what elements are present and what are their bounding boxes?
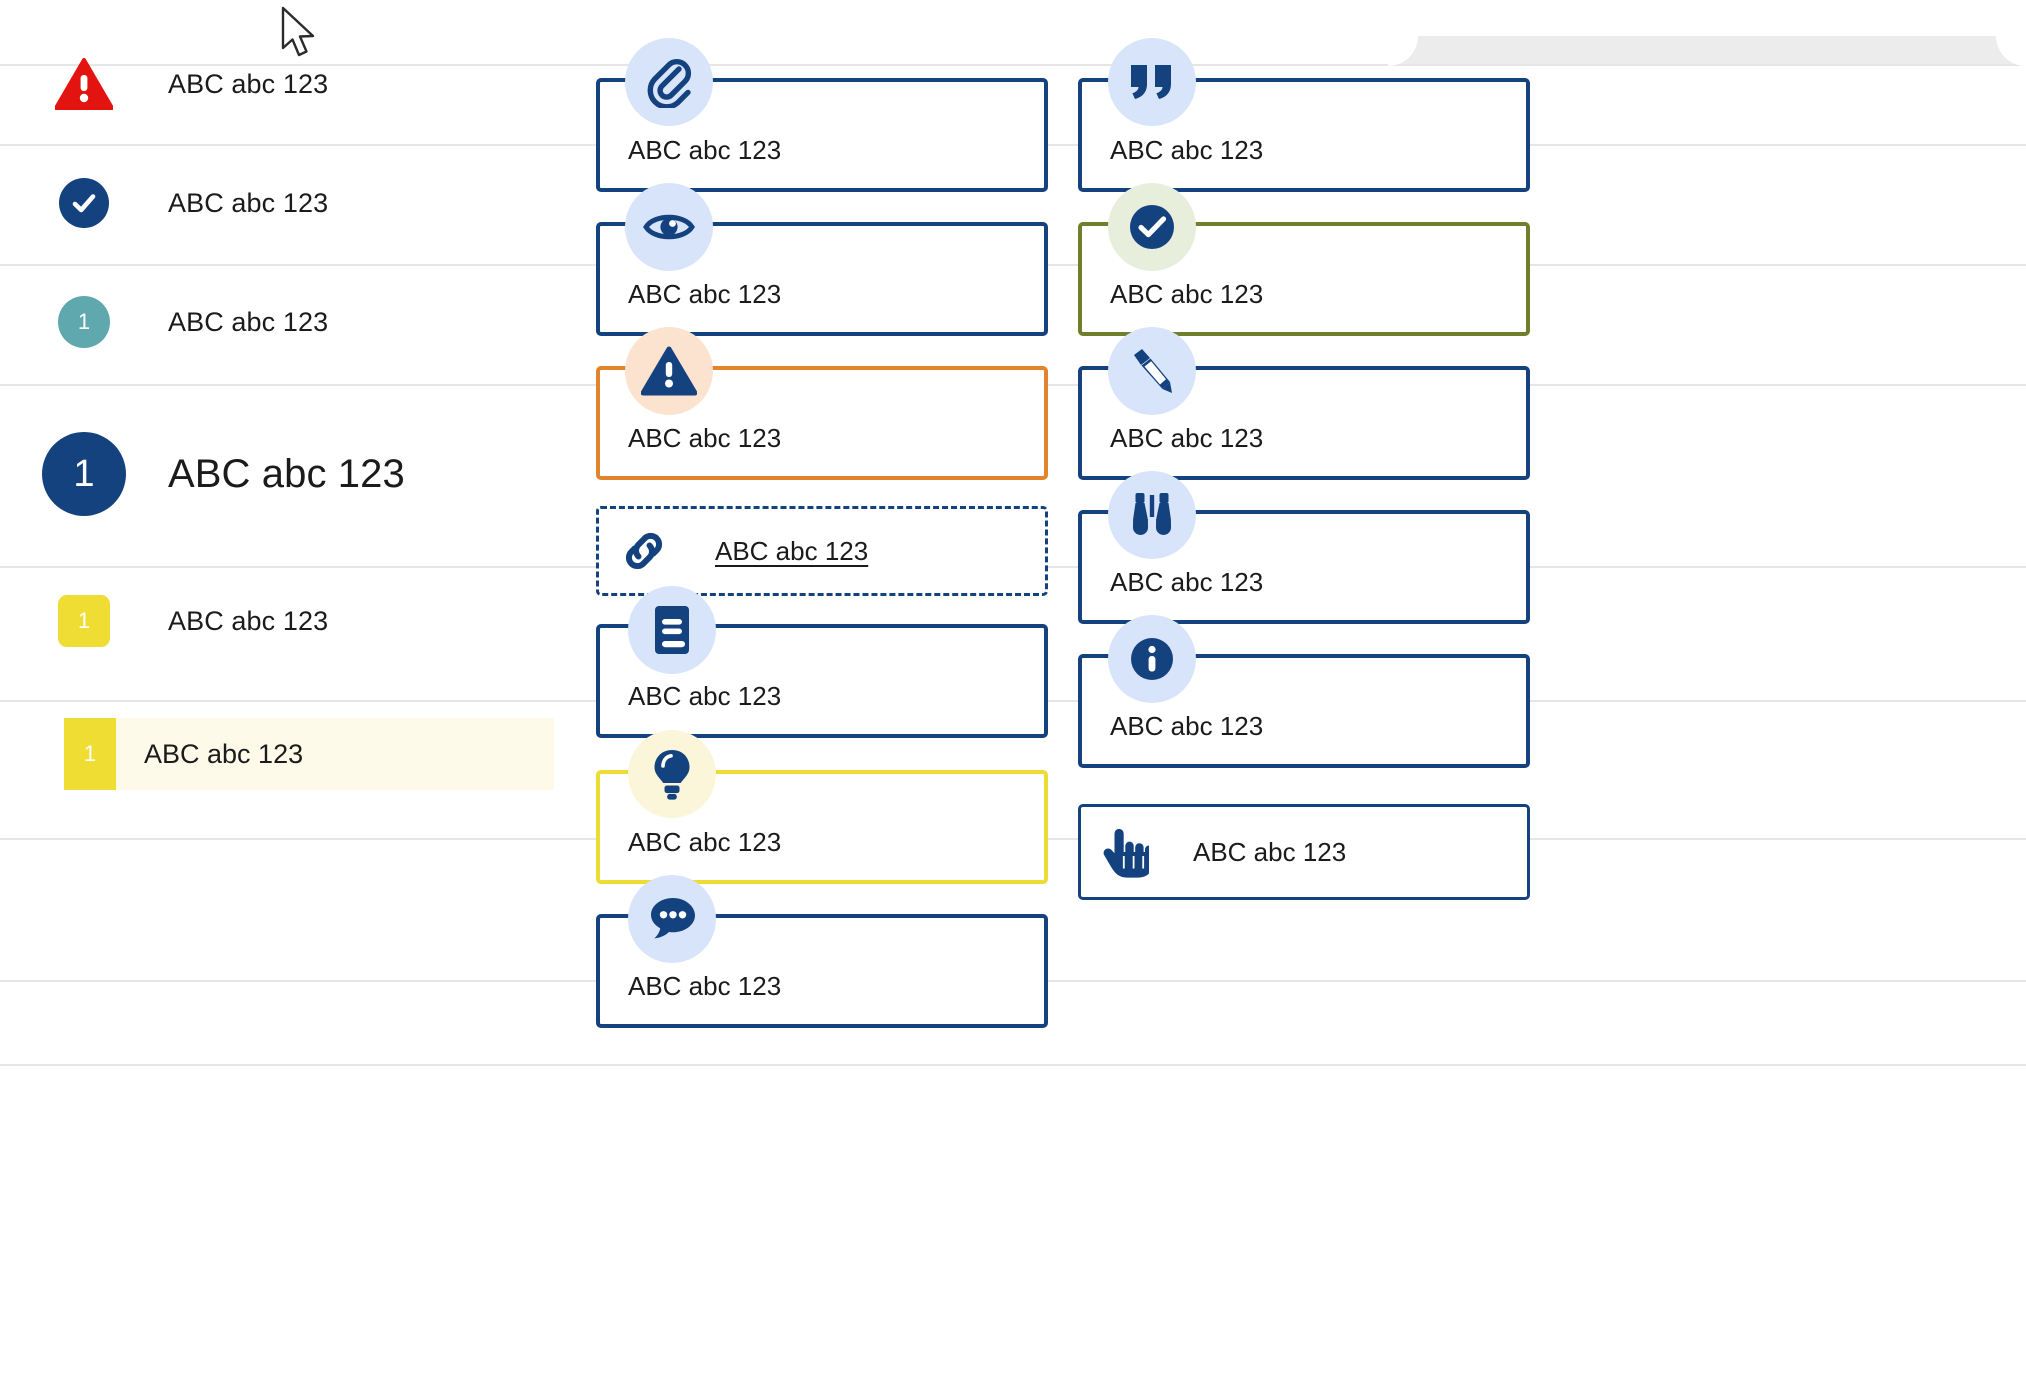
badge-slot xyxy=(0,58,168,110)
number-badge-teal: 1 xyxy=(58,296,110,348)
legend-row-check[interactable]: ABC abc 123 xyxy=(0,177,760,229)
card-label: ABC abc 123 xyxy=(1110,567,1264,597)
badge-slot: 1 xyxy=(0,296,168,348)
card-link-label[interactable]: ABC abc 123 xyxy=(715,535,869,566)
card-label: ABC abc 123 xyxy=(628,827,782,857)
card-label: ABC abc 123 xyxy=(1110,135,1264,165)
legend-row-warning[interactable]: ABC abc 123 xyxy=(0,56,760,112)
paperclip-icon xyxy=(625,38,713,126)
card-success[interactable]: ABC abc 123 xyxy=(1078,222,1530,336)
card-action-label: ABC abc 123 xyxy=(1193,836,1347,867)
chat-bubble-icon xyxy=(628,875,716,963)
card-reference[interactable]: ABC abc 123 xyxy=(596,624,1048,738)
legend-row-number-yellow[interactable]: 1 ABC abc 123 xyxy=(0,595,760,647)
link-chain-icon xyxy=(619,526,669,576)
badge-slot xyxy=(0,178,168,228)
legend-row-number-navy-large[interactable]: 1 ABC abc 123 xyxy=(0,432,760,516)
badge-slot: 1 xyxy=(0,595,168,647)
card-info[interactable]: ABC abc 123 xyxy=(1078,654,1530,768)
hand-pointer-icon xyxy=(1101,825,1149,879)
legend-row-label: ABC abc 123 xyxy=(168,306,329,337)
card-action[interactable]: ABC abc 123 xyxy=(1078,804,1530,900)
info-circle-icon xyxy=(1108,615,1196,703)
left-legend-column: ABC abc 123 ABC abc 123 1 ABC abc 123 1 … xyxy=(0,0,760,1392)
separator-line xyxy=(0,1064,2026,1066)
eye-icon xyxy=(625,183,713,271)
number-badge-navy-large: 1 xyxy=(42,432,126,516)
card-action-row[interactable]: ABC abc 123 xyxy=(1101,825,1346,879)
pencil-icon xyxy=(1108,327,1196,415)
lightbulb-icon xyxy=(628,730,716,818)
legend-row-label: ABC abc 123 xyxy=(168,451,405,496)
number-badge-yellow: 1 xyxy=(58,595,110,647)
legend-row-label: ABC abc 123 xyxy=(168,187,329,218)
legend-row-label: ABC abc 123 xyxy=(168,605,329,636)
card-link[interactable]: ABC abc 123 xyxy=(596,506,1048,596)
card-label: ABC abc 123 xyxy=(1110,711,1264,741)
legend-row-number-teal[interactable]: 1 ABC abc 123 xyxy=(0,296,760,348)
card-label: ABC abc 123 xyxy=(628,423,782,453)
card-label: ABC abc 123 xyxy=(628,279,782,309)
card-label: ABC abc 123 xyxy=(1110,423,1264,453)
panel-top-band xyxy=(1388,36,2026,66)
check-circle-icon xyxy=(1108,183,1196,271)
number-badge-yellow: 1 xyxy=(64,718,116,790)
legend-row-label: ABC abc 123 xyxy=(168,68,329,99)
book-icon xyxy=(628,586,716,674)
legend-row-label: ABC abc 123 xyxy=(144,738,304,769)
card-label: ABC abc 123 xyxy=(628,971,782,1001)
badge-slot: 1 xyxy=(0,432,168,516)
card-label: ABC abc 123 xyxy=(628,135,782,165)
mouse-cursor xyxy=(280,6,320,62)
check-circle-icon xyxy=(59,178,109,228)
legend-row-highlighted[interactable]: 1 ABC abc 123 xyxy=(64,718,554,790)
warning-triangle-icon xyxy=(625,327,713,415)
card-label: ABC abc 123 xyxy=(628,681,782,711)
separator-line xyxy=(0,64,2026,66)
binoculars-icon xyxy=(1108,471,1196,559)
quote-icon xyxy=(1108,38,1196,126)
warning-triangle-icon xyxy=(55,58,113,110)
card-label: ABC abc 123 xyxy=(1110,279,1264,309)
card-link-row[interactable]: ABC abc 123 xyxy=(619,526,868,576)
